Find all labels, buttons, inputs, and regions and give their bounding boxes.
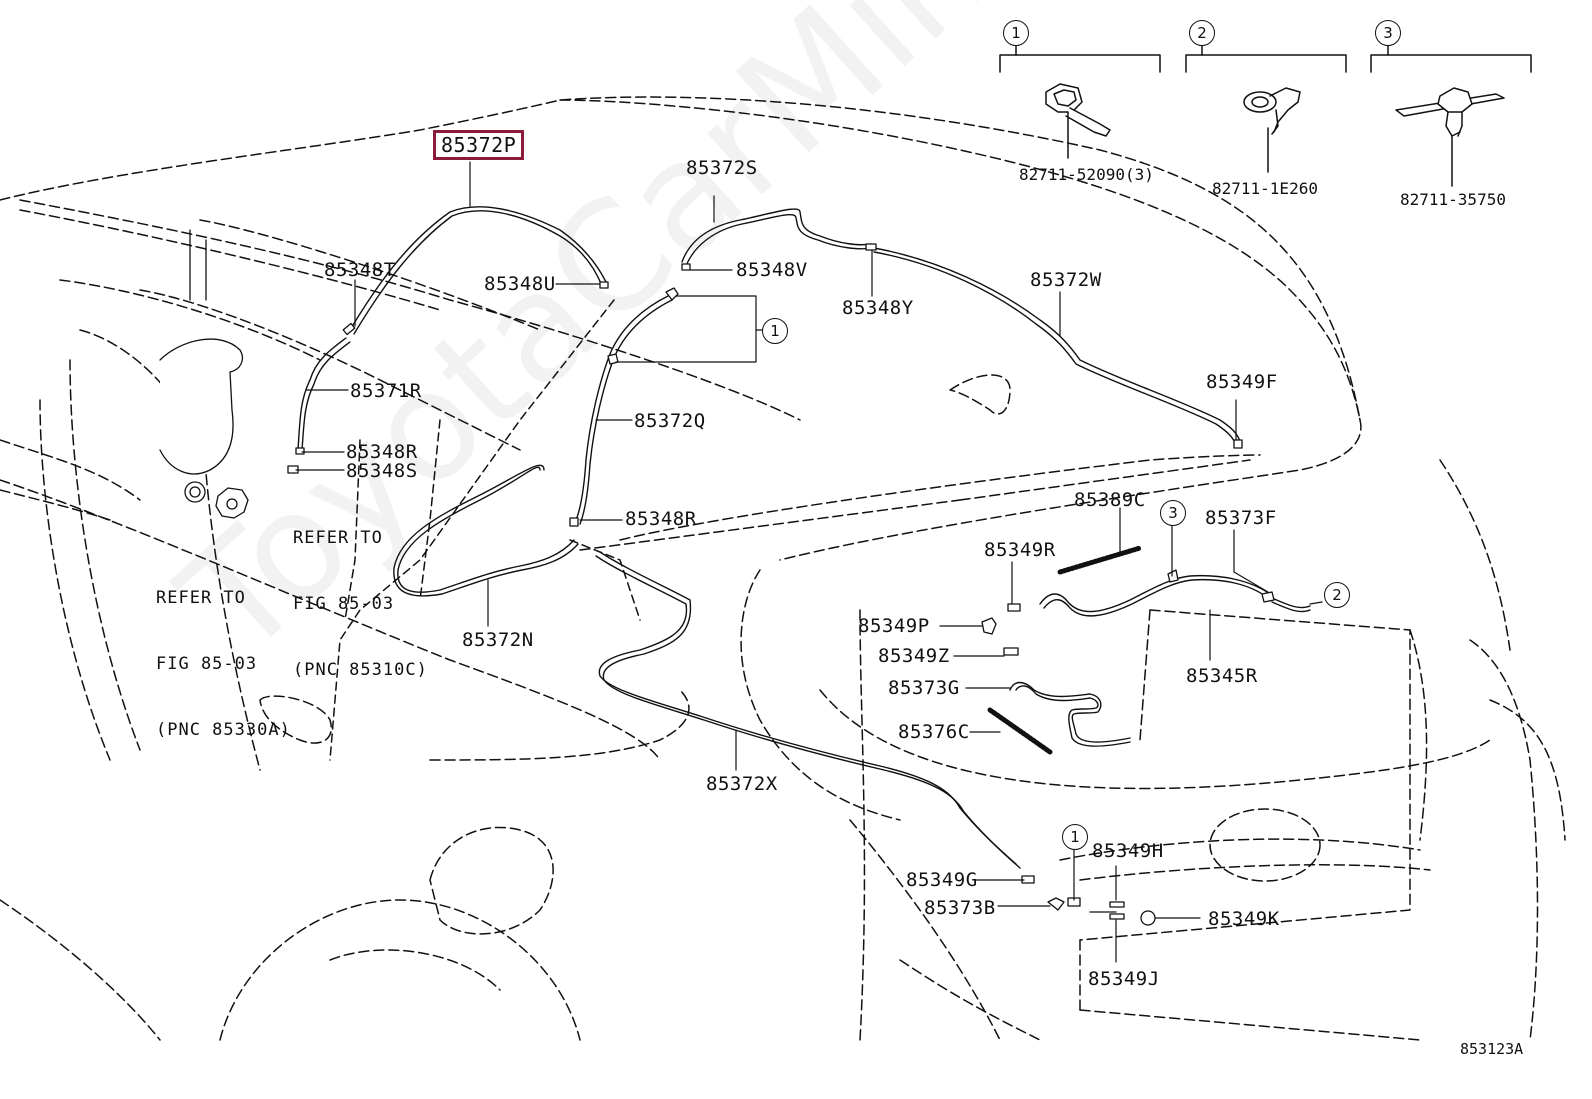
inset-3-part-code[interactable]: 82711-35750 [1400,190,1506,209]
leader-dashes [329,299,641,761]
part-label-85348U[interactable]: 85348U [484,273,556,295]
connectors [287,243,1275,926]
part-label-85372S[interactable]: 85372S [686,157,758,179]
refer-note-line: REFER TO [156,588,246,608]
part-label-85348V[interactable]: 85348V [736,259,808,281]
part-label-85372N[interactable]: 85372N [462,629,534,651]
part-label-85349Z[interactable]: 85349Z [878,645,950,667]
part-label-85376C[interactable]: 85376C [898,721,970,743]
inset-brackets [999,44,1532,73]
callout-3-mid: 3 [1160,500,1186,526]
inset-2-number: 2 [1189,20,1215,46]
refer-note-85310C[interactable]: REFER TO FIG 85-03 (PNC 85310C) [293,483,428,725]
inset-3-number: 3 [1375,20,1401,46]
part-label-85349G[interactable]: 85349G [906,869,978,891]
refer-note-line: FIG 85-03 [156,654,258,674]
refer-note-line: (PNC 85310C) [293,660,428,680]
clip-1-icon [1045,83,1111,159]
part-label-85348R-center[interactable]: 85348R [625,508,697,530]
part-label-85373G[interactable]: 85373G [888,677,960,699]
part-label-85372P-highlighted[interactable]: 85372P [433,130,525,160]
inset-2-part-code[interactable]: 82711-1E260 [1212,179,1318,198]
hoses [297,206,1311,869]
part-label-85349H[interactable]: 85349H [1092,840,1164,862]
springs [987,545,1143,755]
part-label-85349R[interactable]: 85349R [984,539,1056,561]
callout-1-bottom: 1 [1062,824,1088,850]
refer-note-line: FIG 85-03 [293,594,395,614]
part-label-85348R-left[interactable]: 85348R [346,441,418,463]
leader-lines [295,161,1323,963]
part-label-85389C[interactable]: 85389C [1074,489,1146,511]
part-label-85349K[interactable]: 85349K [1208,908,1280,930]
refer-note-85330A[interactable]: REFER TO FIG 85-03 (PNC 85330A) [156,543,291,785]
inset-1-number: 1 [1003,20,1029,46]
callout-1-top: 1 [762,318,788,344]
part-label-85372W[interactable]: 85372W [1030,269,1102,291]
figure-code: 853123A [1460,1040,1524,1058]
pump-motor [159,229,249,519]
part-label-85349P[interactable]: 85349P [858,615,930,637]
part-label-85372Q[interactable]: 85372Q [634,410,706,432]
part-label-85348T[interactable]: 85348T [324,259,396,281]
part-label-85345R[interactable]: 85345R [1186,665,1258,687]
part-label-85373B[interactable]: 85373B [924,897,996,919]
part-label-85348S[interactable]: 85348S [346,460,418,482]
part-label-85349F[interactable]: 85349F [1206,371,1278,393]
part-label-85372X[interactable]: 85372X [706,773,778,795]
refer-note-line: (PNC 85330A) [156,720,291,740]
part-label-85373F[interactable]: 85373F [1205,507,1277,529]
part-label-85371R[interactable]: 85371R [350,380,422,402]
inset-1-part-code[interactable]: 82711-52090(3) [1019,165,1154,184]
clip-2-icon [1243,87,1301,173]
part-label-85349J[interactable]: 85349J [1088,968,1160,990]
refer-note-line: REFER TO [293,528,383,548]
part-label-85348Y[interactable]: 85348Y [842,297,914,319]
callout-2-mid: 2 [1324,582,1350,608]
clip-3-icon [1395,87,1505,187]
